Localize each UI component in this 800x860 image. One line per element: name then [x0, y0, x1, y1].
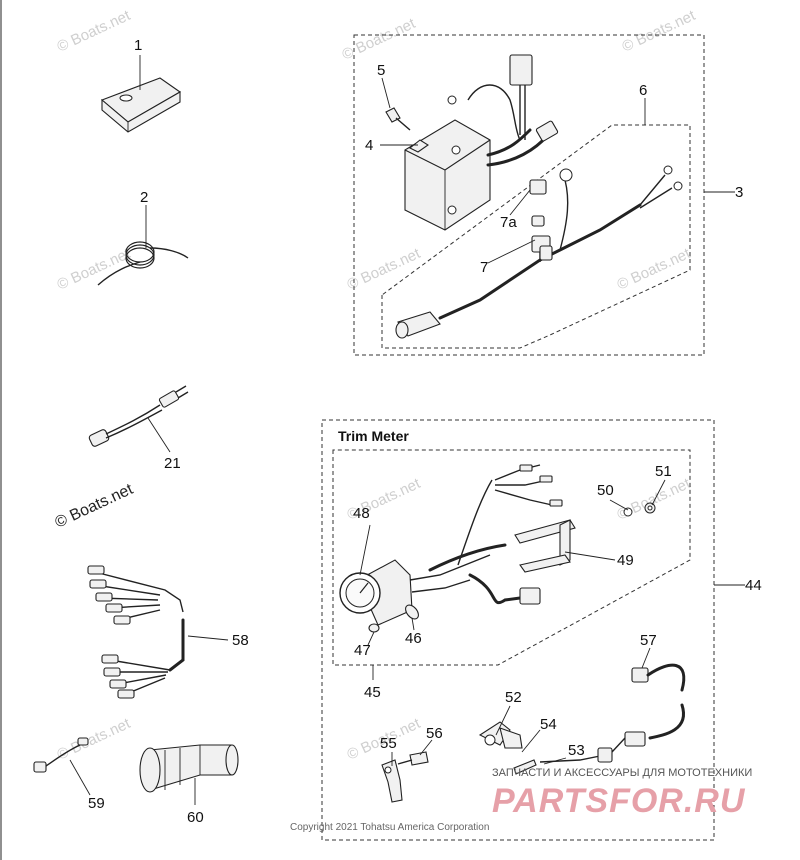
label-55: 55	[380, 735, 397, 752]
watermark: © Boats.net	[345, 245, 424, 294]
group-box-44	[321, 419, 715, 841]
label-49: 49	[617, 552, 634, 569]
part-57-harness	[611, 663, 686, 753]
part-labels: 1 2 3 4 5 6 7 7a 21 44 45 46 47 48 49 50…	[88, 37, 762, 826]
group-box-6	[381, 124, 691, 349]
watermark: © Boats.net	[340, 15, 419, 64]
banner-tagline: ЗАПЧАСТИ И АКСЕССУАРЫ ДЛЯ МОТОТЕХНИКИ	[492, 767, 752, 779]
label-50: 50	[597, 482, 614, 499]
label-47: 47	[354, 642, 371, 659]
part-46-bulb	[405, 604, 419, 620]
label-60: 60	[187, 809, 204, 826]
label-56: 56	[426, 725, 443, 742]
part-1-pouch	[100, 77, 182, 133]
label-51: 51	[655, 463, 672, 480]
part-59-lead	[33, 737, 89, 773]
watermark: © Boats.net	[55, 715, 134, 764]
label-45: 45	[364, 684, 381, 701]
part-55-clip	[381, 759, 403, 803]
part-7-connector	[531, 235, 553, 261]
part-60-fitting	[139, 744, 239, 793]
label-53: 53	[568, 742, 585, 759]
part-2-coil	[97, 241, 189, 286]
label-48: 48	[353, 505, 370, 522]
part-5-bolt	[385, 107, 411, 131]
label-58: 58	[232, 632, 249, 649]
part-21-cable	[88, 385, 189, 447]
part-4-regulator	[404, 54, 559, 231]
label-4: 4	[365, 137, 373, 154]
part-52-switch	[478, 721, 523, 749]
label-57: 57	[640, 632, 657, 649]
group-box-3	[353, 34, 705, 356]
copyright: Copyright 2021 Tohatsu America Corporati…	[290, 822, 489, 833]
label-59: 59	[88, 795, 105, 812]
label-3: 3	[735, 184, 743, 201]
label-52: 52	[505, 689, 522, 706]
label-54: 54	[540, 716, 557, 733]
banner-logo: PARTSFOR.RU	[492, 782, 746, 820]
label-1: 1	[134, 37, 142, 54]
part-49-bracket	[514, 519, 576, 573]
part-54-screw	[513, 759, 537, 775]
part-7a-connector	[529, 179, 547, 227]
part-58-harness	[87, 565, 185, 699]
label-6: 6	[639, 82, 647, 99]
group-title-trim-meter: Trim Meter	[338, 428, 409, 444]
label-21: 21	[164, 455, 181, 472]
label-7a: 7a	[500, 214, 517, 231]
label-44: 44	[745, 577, 762, 594]
leader-lines	[69, 55, 745, 805]
label-2: 2	[140, 189, 148, 206]
label-7: 7	[480, 259, 488, 276]
part-51-nut	[644, 502, 656, 514]
part-48-gauge	[339, 464, 563, 626]
label-5: 5	[377, 62, 385, 79]
watermark-dark: © Boats.net	[53, 481, 137, 532]
watermark: © Boats.net	[615, 475, 694, 524]
part-50-nut	[623, 507, 633, 517]
watermark: © Boats.net	[620, 7, 699, 56]
part-56-screw	[397, 751, 429, 766]
part-47-socket	[368, 623, 380, 633]
watermark: © Boats.net	[55, 7, 134, 56]
label-46: 46	[405, 630, 422, 647]
group-box-45	[332, 449, 691, 666]
